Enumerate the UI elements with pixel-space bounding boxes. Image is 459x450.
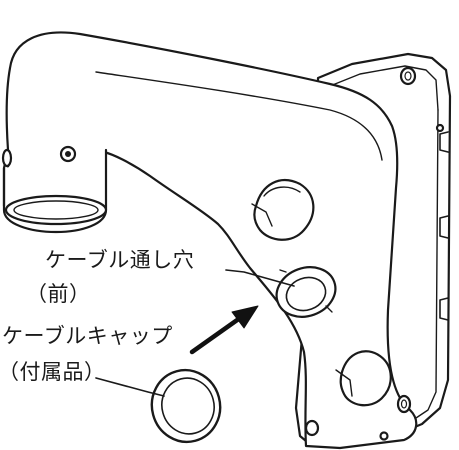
small-screw-right <box>435 123 445 133</box>
bracket-arm <box>5 31 418 450</box>
cable-cap <box>150 368 222 444</box>
cable-hole <box>275 266 337 318</box>
lower-recess <box>335 350 392 407</box>
pipe-screw <box>59 145 77 163</box>
pipe-side-screw <box>1 148 13 168</box>
cable-cap-label: ケーブルキャップ <box>2 324 173 348</box>
cable-cap-note: （付属品） <box>0 360 106 384</box>
cable-cap-leader-line <box>95 377 165 397</box>
mounting-hole-bottom <box>396 394 412 414</box>
upper-recess <box>251 179 315 241</box>
cable-hole-note: （前） <box>26 282 91 306</box>
leader-lines <box>95 269 295 397</box>
cable-hole-label: ケーブル通し穴 <box>45 248 195 272</box>
mounting-hole-top <box>399 66 417 86</box>
small-screw-bottom <box>379 431 389 441</box>
pipe-opening <box>2 148 108 234</box>
mounting-hole-left <box>304 419 320 437</box>
cable-hole-leader-line <box>225 269 295 287</box>
insert-arrow <box>189 305 259 355</box>
